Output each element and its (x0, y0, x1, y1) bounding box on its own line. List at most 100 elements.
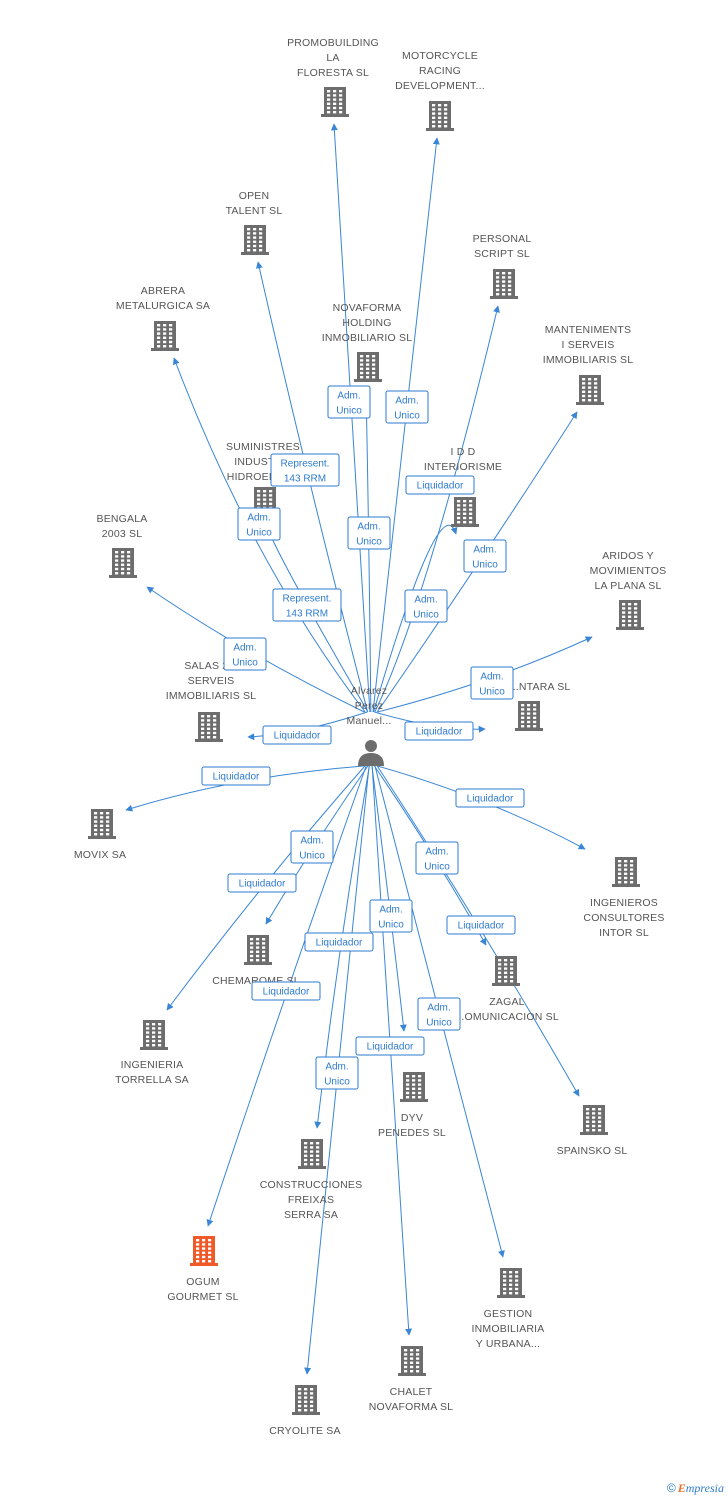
node-label-line: ARIDOS Y (602, 550, 654, 562)
edge-label-text: Liquidador (467, 794, 514, 805)
edge-label-chemarome[interactable]: Adm.Unico (290, 830, 334, 864)
node-label-line: IMMOBILIARIS SL (543, 354, 634, 366)
node-zagal[interactable]: ZAGAL...OMUNICACION SL (455, 956, 559, 1023)
node-label-line: PERSONAL (473, 233, 532, 245)
node-label-line: MANTENIMENTS (545, 324, 631, 336)
edge-motorcycle (372, 137, 440, 713)
center-label-line: Manuel... (347, 715, 392, 727)
edge-label-text: Unico (426, 1018, 452, 1029)
edge-label-text: Adm. (480, 672, 503, 683)
building-icon (580, 1105, 608, 1135)
building-icon (151, 321, 179, 351)
edge-label-dyv[interactable]: Adm.Unico (369, 899, 413, 933)
node-ntara[interactable]: ...NTARA SL (510, 681, 571, 731)
node-label-line: I SERVEIS (562, 339, 615, 351)
edge-label-text: Unico (232, 658, 258, 669)
node-label-line: TORRELLA SA (115, 1074, 189, 1086)
node-cryolite[interactable]: CRYOLITE SA (269, 1385, 341, 1437)
edge-label-text: Liquidador (367, 1042, 414, 1053)
node-label-line: INGENIERIA (121, 1059, 184, 1071)
edge-label-gestion[interactable]: Adm.Unico (417, 997, 461, 1031)
center-person[interactable]: AlvarezPerezManuel... (347, 685, 392, 766)
node-label-line: PROMOBUILDING (287, 37, 379, 49)
edge-label-text: Adm. (233, 643, 256, 654)
edge-label-construcciones[interactable]: Liquidador (304, 932, 374, 952)
edge-label-text: Liquidador (274, 731, 321, 742)
edge-label-motorcycle[interactable]: Adm.Unico (385, 390, 429, 424)
building-icon (492, 956, 520, 986)
edge-label-personal-script[interactable]: Adm.Unico (404, 589, 448, 623)
node-ingenieria[interactable]: INGENIERIA TORRELLA SA (115, 1020, 189, 1086)
footer-brand[interactable]: ©Empresia (667, 1481, 724, 1496)
center-label-line: Alvarez (351, 685, 387, 697)
node-chemarome[interactable]: CHEMAROME SL (212, 935, 300, 987)
edge-label-salas[interactable]: Liquidador (262, 725, 332, 745)
node-label-line: INMOBILIARIA (472, 1323, 545, 1335)
node-label-line: Y URBANA... (476, 1338, 540, 1350)
edge-label-open-talent[interactable]: Represent.143 RRM (270, 453, 340, 487)
edge-label-zagal[interactable]: Adm.Unico (415, 841, 459, 875)
building-icon (400, 1072, 428, 1102)
edge-label-promobuilding[interactable]: Adm.Unico (327, 385, 371, 419)
node-label-line: SERVEIS (188, 675, 235, 687)
node-label-line: ...OMUNICACION SL (455, 1011, 559, 1023)
building-icon (576, 375, 604, 405)
edge-label-movix[interactable]: Liquidador (201, 766, 271, 786)
edge-personal-script (374, 305, 500, 713)
node-label-line: SCRIPT SL (474, 248, 530, 260)
edge-label-cryolite[interactable]: Adm.Unico (315, 1056, 359, 1090)
edge-label-aridos[interactable]: Adm.Unico (470, 666, 514, 700)
edge-promobuilding (330, 123, 371, 713)
edge-label-text: Unico (394, 411, 420, 422)
building-icon (515, 701, 543, 731)
edge-label-idd[interactable]: Liquidador (405, 475, 475, 495)
node-label-line: INGENIEROS (590, 897, 658, 909)
edge-label-text: Liquidador (458, 921, 505, 932)
building-icon (140, 1020, 168, 1050)
edge-label-manteniments[interactable]: Adm.Unico (463, 539, 507, 573)
edge-label-spainsko[interactable]: Liquidador (446, 915, 516, 935)
brand-initial: E (677, 1481, 686, 1495)
node-personal-script[interactable]: PERSONAL SCRIPT SL (473, 233, 532, 299)
node-label-line: CONSTRUCCIONES (260, 1179, 363, 1191)
edge-label-text: Unico (472, 560, 498, 571)
node-label-line: MOVIX SA (74, 849, 126, 861)
node-movix[interactable]: MOVIX SA (74, 809, 126, 861)
edge-label-text: Liquidador (213, 772, 260, 783)
edge-label-bengala[interactable]: Adm. Unico (223, 637, 267, 671)
edge-label-ingenieros[interactable]: Liquidador (455, 788, 525, 808)
edge-label-text: Adm. (379, 905, 402, 916)
edge-label-text: Unico (336, 406, 362, 417)
copyright-symbol: © (666, 1481, 676, 1495)
node-spainsko[interactable]: SPAINSKO SL (557, 1105, 628, 1157)
edge-label-abrera[interactable]: Represent.143 RRM (272, 588, 342, 622)
edge-label-chalet[interactable]: Liquidador (355, 1036, 425, 1056)
node-label-line: LA (326, 52, 339, 64)
node-label-line: 2003 SL (102, 528, 143, 540)
node-manteniments[interactable]: MANTENIMENTS I SERVEIS IMMOBILIARIS SL (543, 324, 634, 405)
edge-label-ntara[interactable]: Liquidador (404, 721, 474, 741)
edge-label-suministres[interactable]: Adm.Unico (237, 507, 281, 541)
edge-label-ogum[interactable]: Liquidador (251, 981, 321, 1001)
node-motorcycle[interactable]: MOTORCYCLERACINGDEVELOPMENT... (395, 50, 485, 131)
edge-label-ingenieria[interactable]: Liquidador (227, 873, 297, 893)
node-label-line: OPEN (239, 190, 270, 202)
edge-dyv (371, 765, 407, 1032)
edge-label-novaforma-holding[interactable]: Adm.Unico (347, 516, 391, 550)
edge-label-text: Unico (299, 851, 325, 862)
